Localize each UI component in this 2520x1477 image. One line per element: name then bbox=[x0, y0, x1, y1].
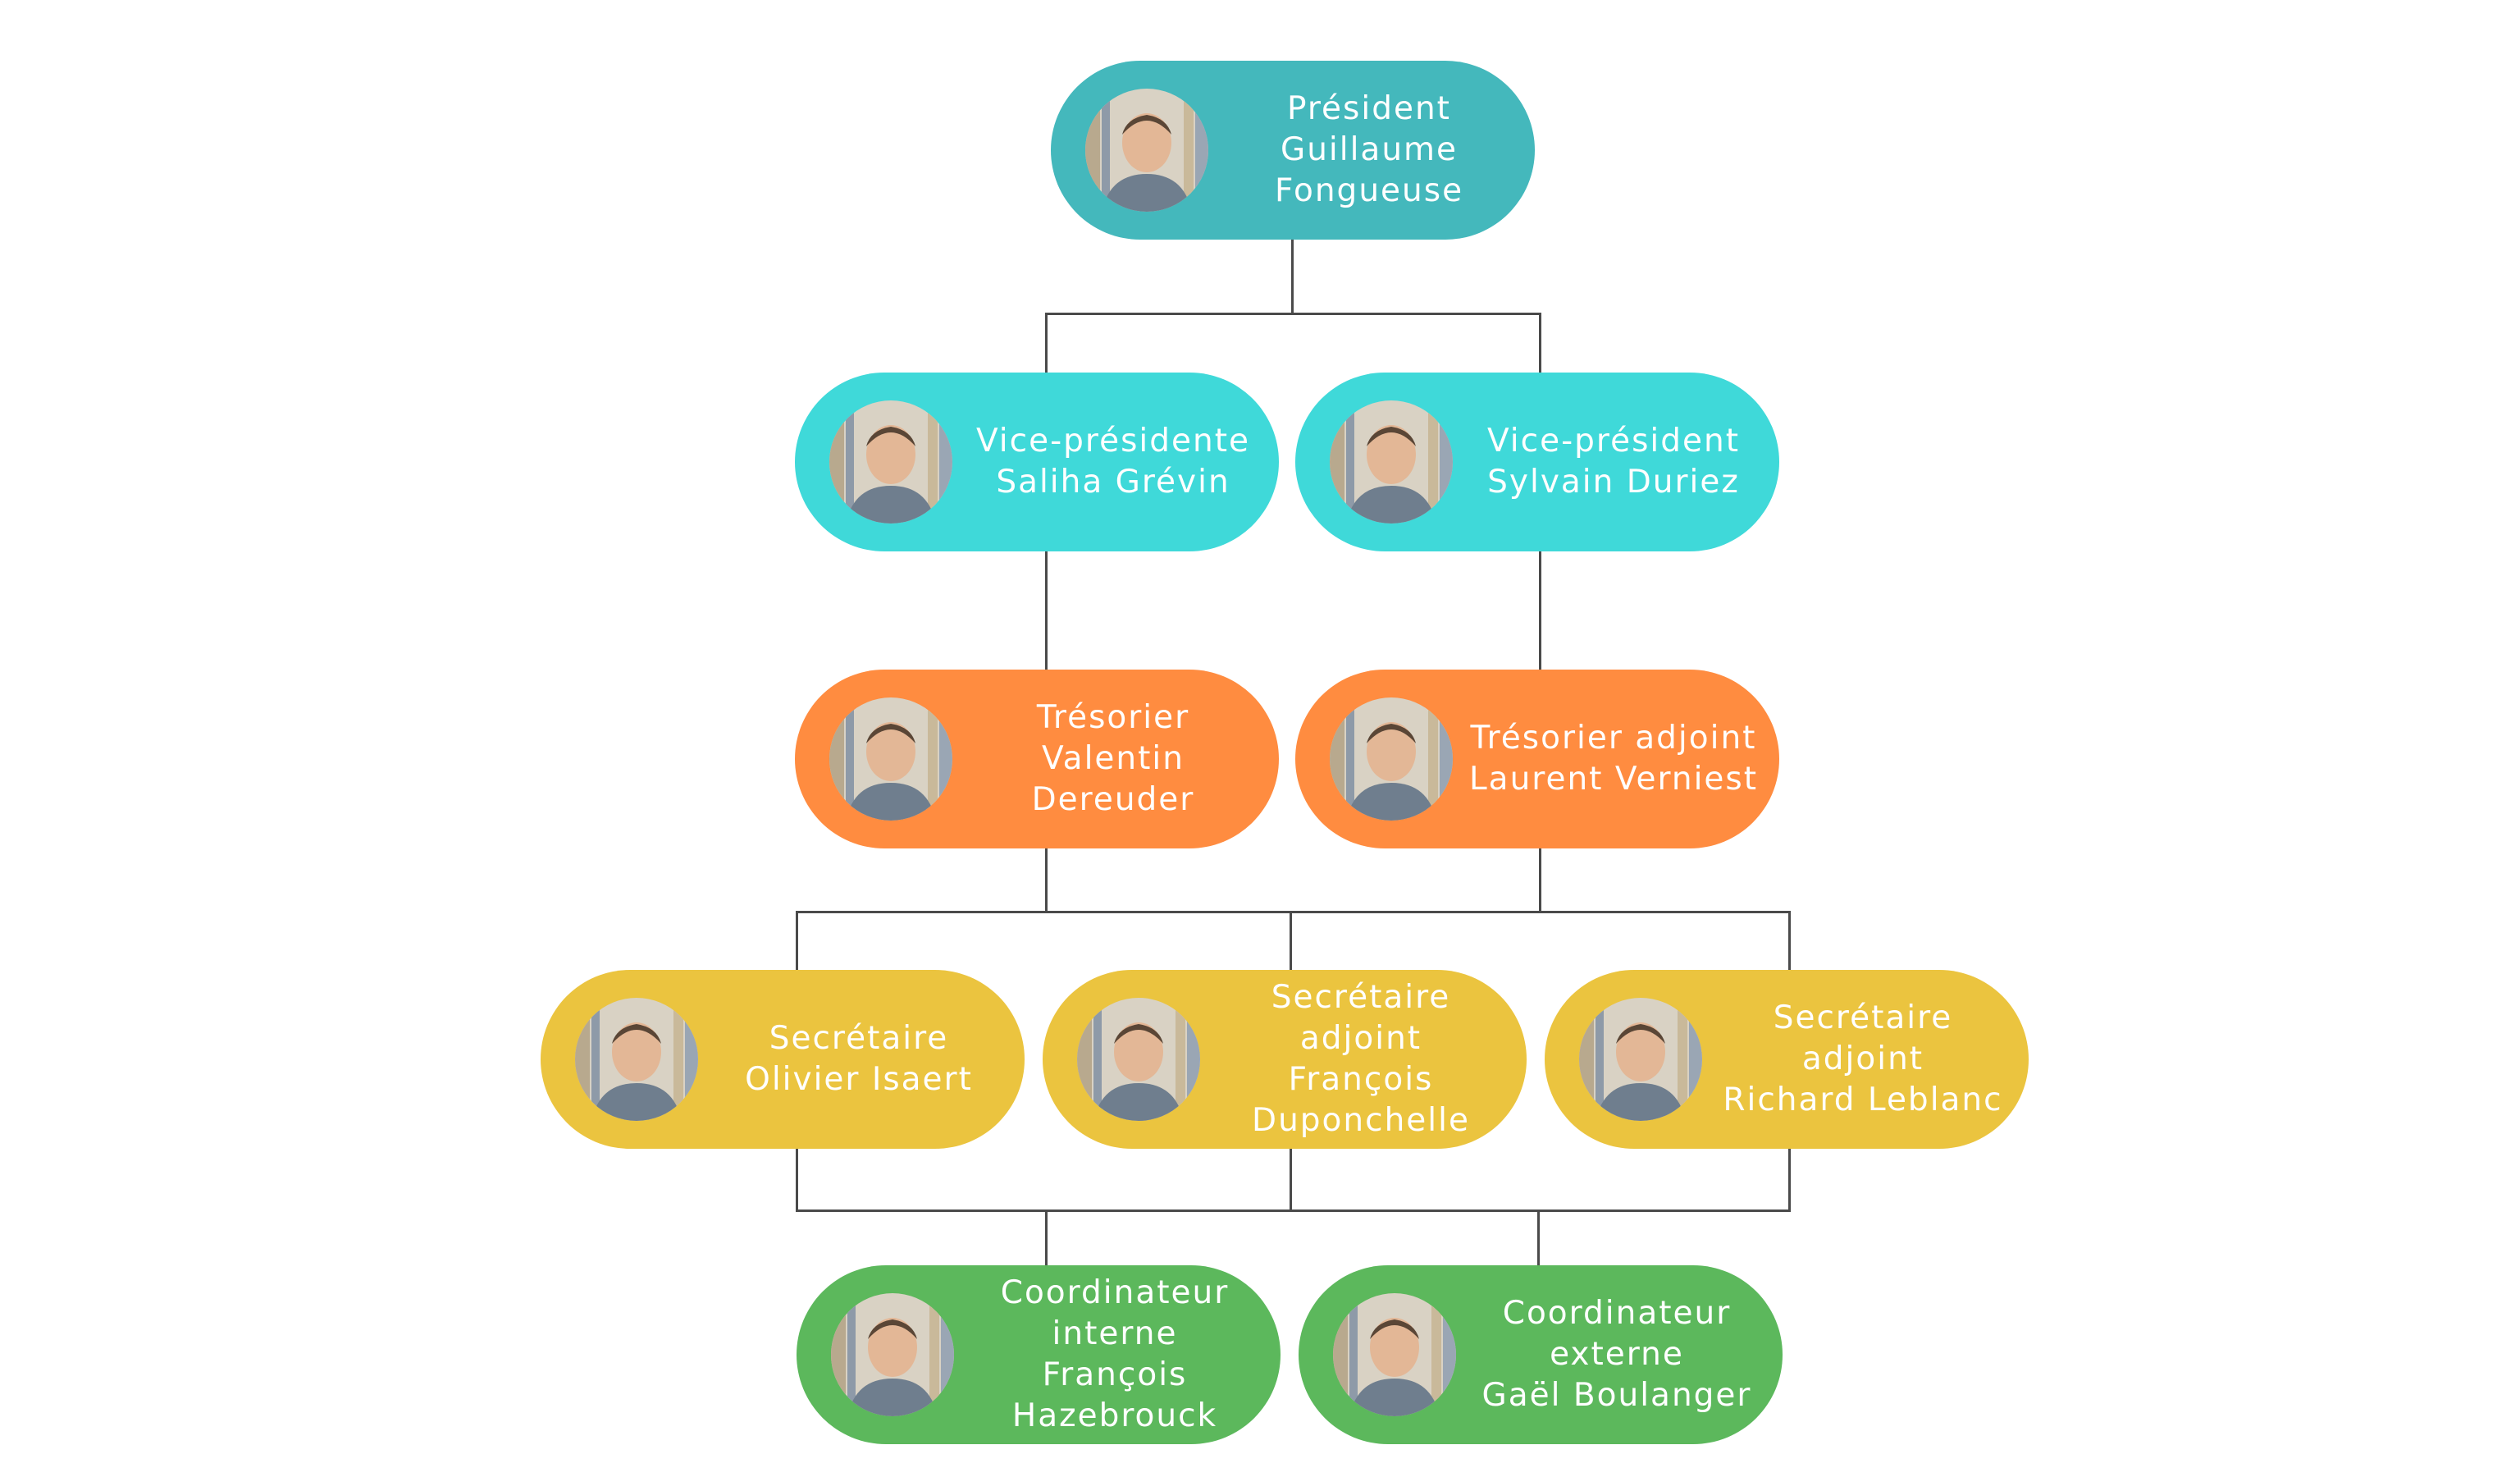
node-label-line: Guillaume bbox=[1280, 131, 1459, 168]
connector-line bbox=[1045, 313, 1541, 315]
connector-line bbox=[1537, 1209, 1540, 1267]
connector-line bbox=[796, 911, 1791, 913]
connector-line bbox=[1045, 848, 1048, 912]
node-label-line: Président bbox=[1287, 90, 1451, 127]
connector-line bbox=[796, 1149, 798, 1211]
node-label-line: Coordinateur bbox=[1000, 1274, 1230, 1311]
node-label-line: interne bbox=[1052, 1315, 1178, 1352]
person-photo-icon bbox=[831, 1293, 954, 1416]
node-label-line: Secrétaire bbox=[1773, 999, 1953, 1036]
person-photo-icon bbox=[1579, 998, 1702, 1121]
connector-line bbox=[1788, 911, 1791, 972]
node-label-line: Vice-présidente bbox=[975, 423, 1250, 460]
node-label-line: Vice-président bbox=[1486, 423, 1740, 460]
connector-line bbox=[1539, 848, 1541, 912]
connector-line bbox=[796, 911, 798, 972]
person-photo-icon bbox=[1333, 1293, 1456, 1416]
node-label-line: Dereuder bbox=[1031, 781, 1195, 818]
node-label-line: Coordinateur bbox=[1502, 1295, 1732, 1332]
connector-line bbox=[1539, 313, 1541, 375]
node-label-line: Richard Leblanc bbox=[1723, 1081, 2003, 1118]
node-label-line: Trésorier adjoint bbox=[1470, 720, 1757, 757]
person-photo-icon bbox=[829, 400, 952, 524]
node-label-line: adjoint bbox=[1299, 1020, 1422, 1057]
node-label-line: François bbox=[1288, 1061, 1434, 1098]
node-label-line: externe bbox=[1550, 1336, 1684, 1373]
person-photo-icon bbox=[829, 697, 952, 821]
connector-line bbox=[1788, 1149, 1791, 1211]
node-label-line: Trésorier bbox=[1036, 699, 1190, 736]
node-label-line: Secrétaire bbox=[1271, 979, 1451, 1016]
connector-line bbox=[796, 1209, 1791, 1212]
connector-line bbox=[1045, 551, 1048, 671]
node-label-line: Laurent Verniest bbox=[1468, 761, 1759, 798]
node-label-line: Olivier Isaert bbox=[745, 1061, 973, 1098]
connector-line bbox=[1045, 313, 1048, 375]
node-label-line: Saliha Grévin bbox=[996, 464, 1230, 501]
node-label-line: Valentin bbox=[1042, 740, 1185, 777]
node-label-line: Duponchelle bbox=[1252, 1102, 1470, 1139]
connector-line bbox=[1045, 1209, 1048, 1267]
node-label-line: Secrétaire bbox=[769, 1020, 949, 1057]
connector-line bbox=[1291, 240, 1294, 313]
node-label-line: adjoint bbox=[1801, 1040, 1924, 1077]
node-label-line: Fongueuse bbox=[1274, 172, 1464, 209]
node-label-line: Sylvain Duriez bbox=[1487, 464, 1740, 501]
person-photo-icon bbox=[1085, 89, 1208, 212]
connector-line bbox=[1290, 911, 1292, 972]
node-label-line: Hazebrouck bbox=[1011, 1397, 1218, 1434]
person-photo-icon bbox=[1330, 697, 1453, 821]
node-label-line: François bbox=[1042, 1356, 1188, 1393]
connector-line bbox=[1290, 1149, 1292, 1211]
person-photo-icon bbox=[1330, 400, 1453, 524]
connector-line bbox=[1539, 551, 1541, 671]
person-photo-icon bbox=[1077, 998, 1200, 1121]
person-photo-icon bbox=[575, 998, 698, 1121]
node-label-line: Gaël Boulanger bbox=[1481, 1377, 1752, 1414]
